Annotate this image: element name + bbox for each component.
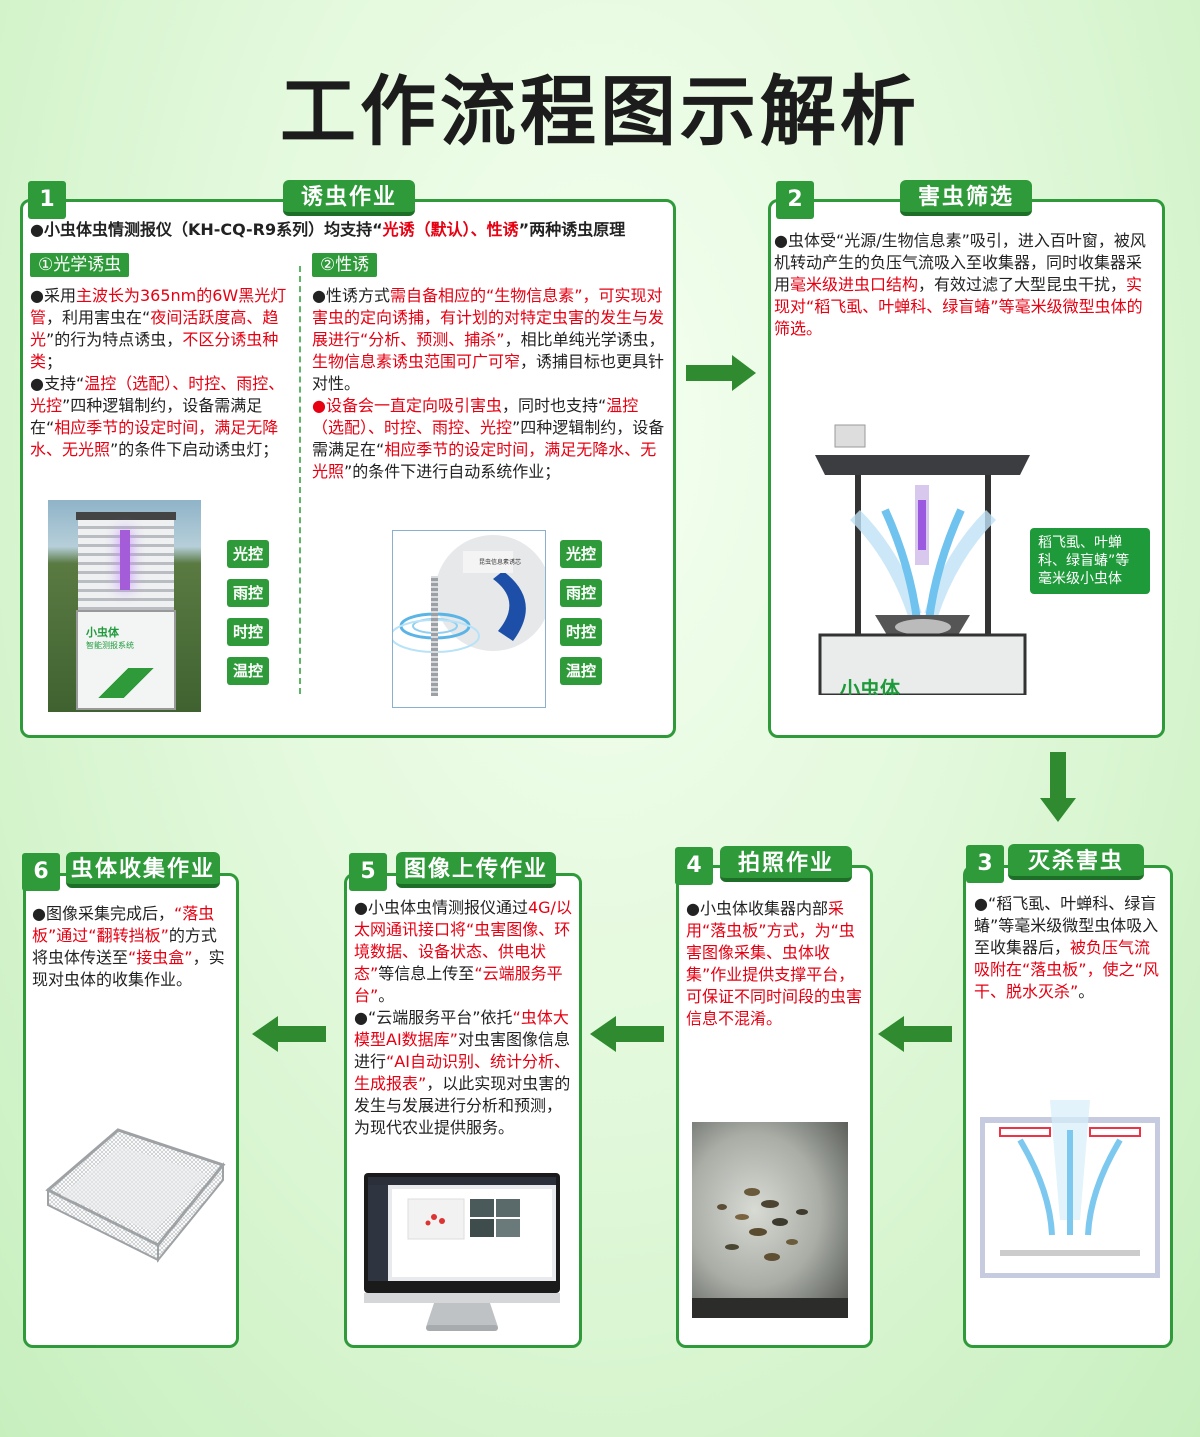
pheromone-lure-graphic — [393, 535, 545, 696]
step6-title: 虫体收集作业 — [66, 852, 220, 888]
step6-card — [23, 873, 239, 1348]
light-control-badge: 光控 — [227, 540, 269, 568]
device-brand: 小虫体 — [86, 626, 119, 639]
sex-lure-text: ●性诱方式需自备相应的“生物信息素”，可实现对害虫的定向诱捕，有计划的对特定虫害… — [312, 286, 665, 481]
rain-control-badge-2: 雨控 — [560, 579, 602, 607]
arrow-left-icon-2 — [590, 1016, 664, 1052]
arrow-down-icon — [1040, 752, 1076, 822]
step4-text: ●小虫体收集器内部采用“落虫板”方式，为“虫害图像采集、虫体收集”作业提供支撑平… — [686, 899, 863, 1028]
step2-title: 害虫筛选 — [900, 180, 1032, 216]
kill-chamber-illustration — [980, 1100, 1160, 1278]
device-brand-label: 小虫体 — [840, 677, 900, 695]
light-control-badge-2: 光控 — [560, 540, 602, 568]
step4-number: 4 — [675, 847, 713, 885]
pheromone-lure-image: 昆虫信息素诱芯 — [392, 530, 546, 708]
step1-intro: ●小虫体虫情测报仪（KH-CQ-R9系列）均支持“光诱（默认）、性诱”两种诱虫原… — [30, 220, 626, 239]
step2-text: ●虫体受“光源/生物信息素”吸引，进入百叶窗，被风机转动产生的负压气流吸入至收集… — [774, 231, 1146, 338]
monitor-graphic — [364, 1173, 560, 1331]
rain-control-badge: 雨控 — [227, 579, 269, 607]
arrow-right-icon — [686, 355, 756, 391]
mesh-basket-graphic — [45, 1128, 226, 1263]
step1-title: 诱虫作业 — [283, 180, 415, 216]
sex-lure-tag: ②性诱 — [312, 253, 378, 277]
insect-specimens — [692, 1188, 848, 1318]
step5-title: 图像上传作业 — [396, 852, 556, 888]
monitor-screenshot — [364, 1173, 560, 1335]
temp-control-badge-2: 温控 — [560, 657, 602, 685]
collector-illustration: 小虫体 — [815, 415, 1030, 695]
pheromone-label: 昆虫信息素诱芯 — [479, 559, 522, 566]
step6-number: 6 — [22, 853, 60, 891]
step4-title: 拍照作业 — [720, 846, 852, 882]
page-title: 工作流程图示解析 — [280, 67, 920, 156]
optical-lure-text: ●采用主波长为365nm的6W黑光灯管，利用害虫在“夜间活跃度高、趋光”的行为特… — [30, 286, 287, 459]
arrow-left-icon-3 — [252, 1016, 326, 1052]
device-photo: 小虫体 智能测报系统 — [48, 500, 201, 712]
step1-number: 1 — [28, 181, 66, 219]
device-subbrand: 智能测报系统 — [86, 641, 134, 650]
time-control-badge: 时控 — [227, 618, 269, 646]
step5-text: ●小虫体虫情测报仪通过4G/以太网通讯接口将“虫害图像、环境数据、设备状态、供电… — [354, 898, 572, 1137]
step3-text: ●“稻飞虱、叶蝉科、绿盲蝽”等毫米级微型虫体吸入至收集器后，被负压气流吸附在“落… — [974, 894, 1159, 1001]
collection-tray-image — [38, 1120, 228, 1270]
arrow-left-icon — [878, 1016, 952, 1052]
micro-insect-badge: 稻飞虱、叶蝉科、绿盲蝽”等毫米级小虫体 — [1030, 528, 1150, 594]
step3-title: 灭杀害虫 — [1008, 844, 1144, 880]
optical-lure-tag: ①光学诱虫 — [30, 253, 130, 277]
kill-chamber-graphic — [980, 1100, 1160, 1278]
step3-number: 3 — [966, 845, 1004, 883]
insect-photo — [692, 1122, 848, 1318]
step5-number: 5 — [349, 853, 387, 891]
step2-number: 2 — [776, 181, 814, 219]
column-divider — [299, 266, 301, 694]
temp-control-badge: 温控 — [227, 657, 269, 685]
collector-graphic — [815, 424, 1030, 695]
step6-text: ●图像采集完成后，“落虫板”通过“翻转挡板”的方式将虫体传送至“接虫盒”，实现对… — [32, 904, 225, 989]
time-control-badge-2: 时控 — [560, 618, 602, 646]
